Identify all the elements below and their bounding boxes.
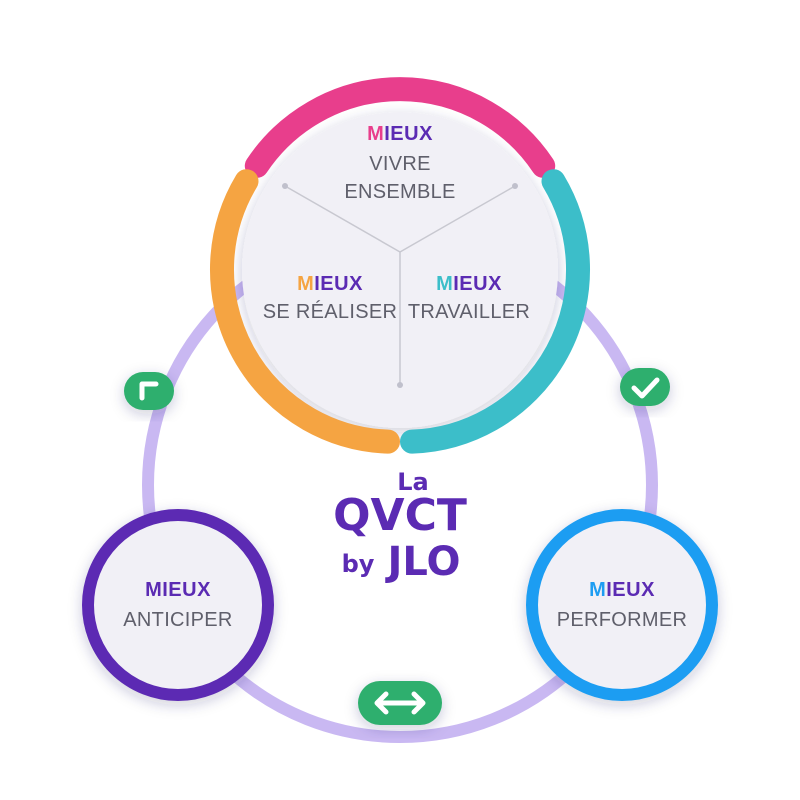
- check-icon: [631, 377, 660, 399]
- spoke-dot: [397, 382, 403, 388]
- node-performer: MIEUX PERFORMER: [526, 509, 718, 701]
- label-vivre-line1: VIVRE: [369, 153, 431, 175]
- label-se-realiser-heading: MIEUX: [297, 273, 363, 295]
- logo-by: by: [342, 550, 375, 578]
- logo-jlo: JLO: [385, 539, 461, 585]
- logo-la: La: [397, 468, 429, 496]
- node-anticiper-circle: [82, 509, 274, 701]
- label-vivre-line2: ENSEMBLE: [344, 181, 455, 203]
- node-anticiper: MIEUX ANTICIPER: [82, 509, 274, 701]
- qvct-logo: La QVCT by JLO: [333, 468, 467, 585]
- badge-left: [124, 372, 174, 410]
- label-travailler-line1: TRAVAILLER: [408, 301, 530, 323]
- spoke-dot: [282, 183, 288, 189]
- double-arrow-icon: [374, 691, 426, 715]
- badge-bottom: [358, 681, 442, 725]
- top-circle: MIEUX VIVRE ENSEMBLE MIEUX SE RÉALISER M…: [210, 77, 590, 454]
- chevron-up-icon: [139, 381, 159, 401]
- divider-spokes: [282, 183, 518, 388]
- label-performer-line1: PERFORMER: [557, 609, 687, 631]
- arc-travailler: [400, 169, 590, 454]
- arc-se-realiser: [210, 169, 400, 454]
- node-performer-circle: [526, 509, 718, 701]
- label-se-realiser-line1: SE RÉALISER: [263, 300, 397, 323]
- label-performer-heading: MIEUX: [589, 579, 655, 601]
- label-travailler-heading: MIEUX: [436, 273, 502, 295]
- arc-vivre-ensemble: [244, 77, 556, 178]
- logo-qvct: QVCT: [333, 490, 467, 541]
- spoke-dot: [512, 183, 518, 189]
- label-vivre-ensemble-heading: MIEUX: [367, 123, 433, 145]
- badge-right: [620, 368, 670, 406]
- label-anticiper-line1: ANTICIPER: [123, 609, 232, 631]
- label-anticiper-heading: MIEUX: [145, 579, 211, 601]
